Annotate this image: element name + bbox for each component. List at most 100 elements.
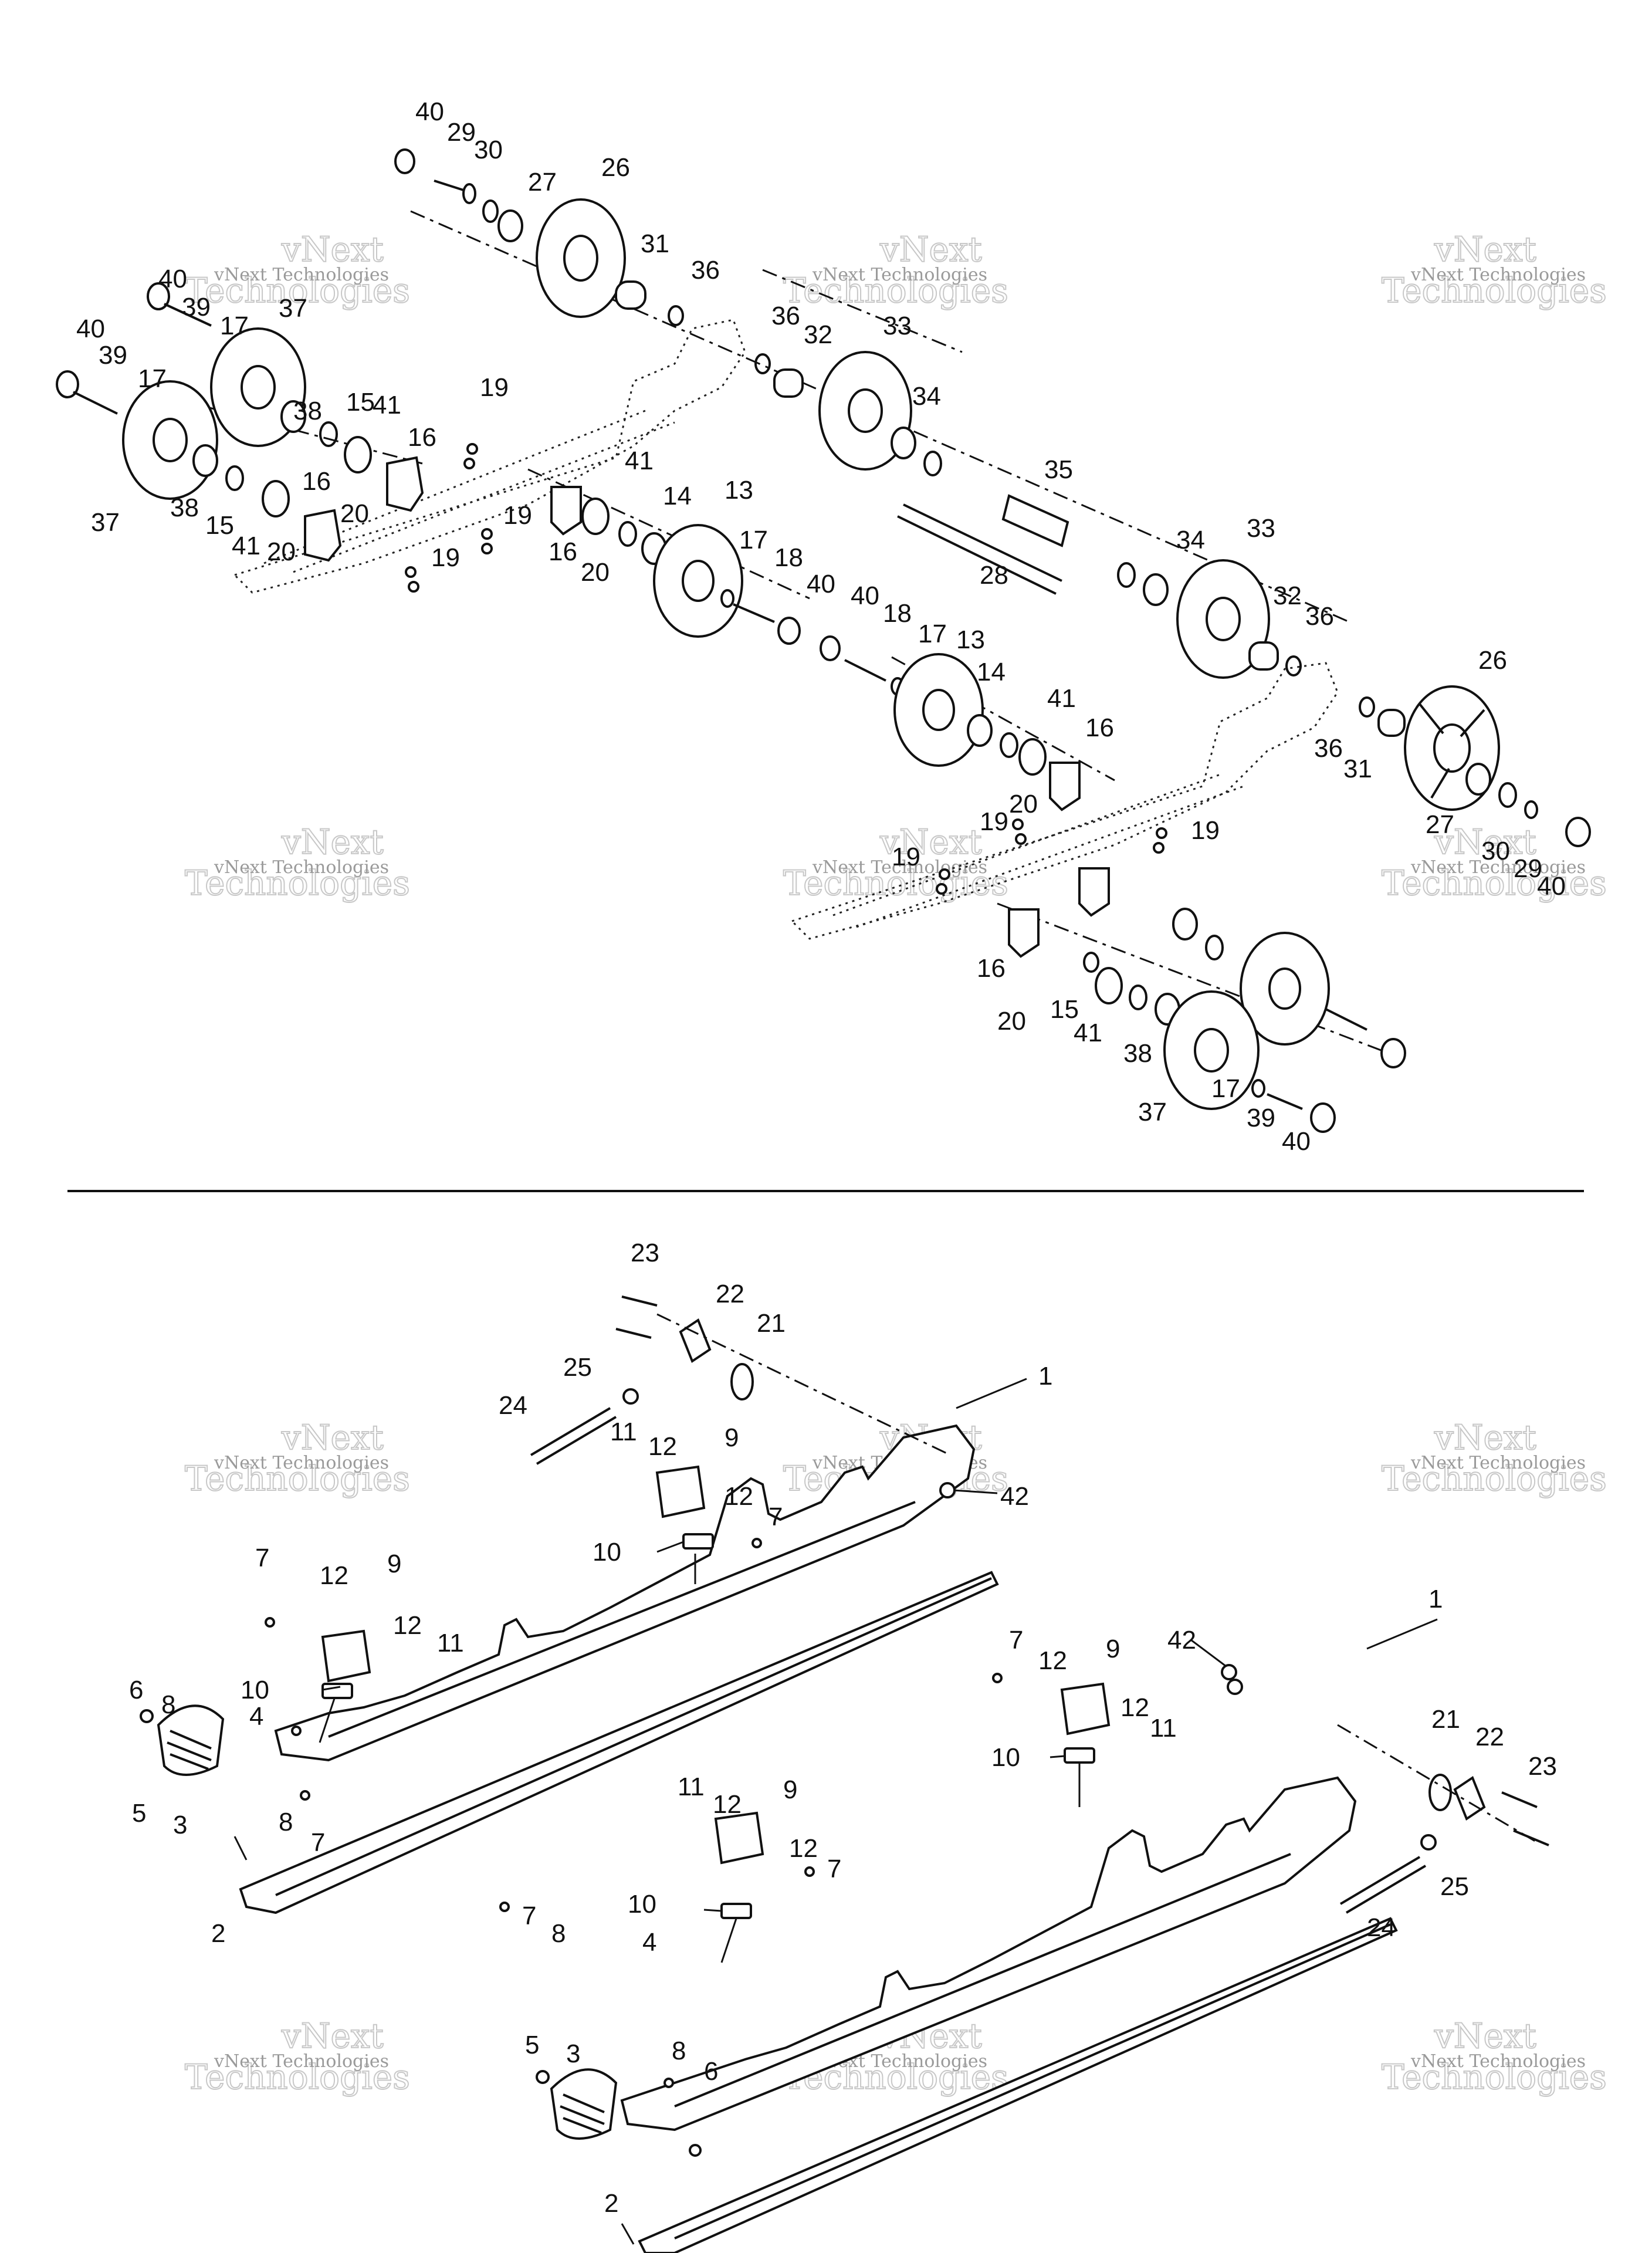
callout: 41 (1047, 684, 1076, 713)
callout: 40 (76, 314, 105, 343)
callout: 40 (807, 570, 835, 598)
callout: 12 (648, 1432, 677, 1461)
nut (936, 883, 947, 895)
callout: 23 (631, 1239, 659, 1267)
slide-rail-frame (620, 1776, 1357, 2132)
washer (497, 209, 523, 242)
svg-text:Technologies: Technologies (185, 1459, 410, 1498)
callout: 35 (1044, 455, 1073, 484)
callout: 38 (170, 493, 199, 522)
nut (663, 2078, 674, 2088)
callout: 5 (525, 2031, 539, 2059)
svg-text:Technologies: Technologies (185, 863, 410, 903)
callout: 12 (320, 1561, 348, 1590)
wear-block (321, 1683, 353, 1699)
svg-text:vNext Technologies: vNext Technologies (214, 2051, 389, 2072)
leader-lines (233, 1378, 1438, 2245)
svg-text:Technologies: Technologies (185, 270, 410, 310)
svg-text:Technologies: Technologies (783, 863, 1008, 903)
slide-rail (638, 1917, 1398, 2253)
axle-bracket (1049, 762, 1081, 811)
idler-wheel (818, 351, 912, 471)
callout: 29 (447, 118, 476, 147)
nut (481, 543, 493, 554)
callout: 25 (1440, 1872, 1469, 1901)
callout: 1 (1428, 1585, 1443, 1613)
wear-block (720, 1903, 752, 1919)
watermarks: vNext Technologies vNext Technologies vN… (184, 229, 1607, 2098)
nut (408, 581, 419, 593)
cap (777, 617, 801, 645)
nut (1012, 818, 1024, 830)
spacer (1377, 709, 1406, 737)
callout: 18 (774, 543, 803, 572)
watermark: vNext Technologies vNext Technologies (783, 821, 1009, 904)
watermark: vNext Technologies vNext Technologies (1381, 821, 1607, 904)
idler-wheel (536, 198, 626, 318)
callout: 21 (1431, 1705, 1460, 1734)
nut (1227, 1679, 1243, 1695)
callout: 16 (1085, 713, 1114, 742)
callout: 41 (373, 391, 401, 420)
slider-block (1060, 1682, 1111, 1736)
callout: 25 (563, 1353, 592, 1382)
callout: 8 (672, 2037, 686, 2065)
callout: 20 (1009, 790, 1038, 818)
cover-plate (1428, 1774, 1452, 1811)
callout: 10 (628, 1890, 656, 1919)
svg-text:vNext Technologies: vNext Technologies (812, 857, 987, 878)
callout: 16 (302, 467, 331, 496)
callout: 40 (158, 265, 187, 293)
callout: 27 (1426, 810, 1454, 839)
svg-text:Technologies: Technologies (185, 2057, 410, 2097)
bolt (1267, 1093, 1303, 1110)
callout: 40 (1537, 872, 1566, 901)
svg-text:vNext Technologies: vNext Technologies (214, 1453, 389, 1473)
callout: 10 (991, 1743, 1020, 1772)
retaining-ring (1000, 732, 1018, 758)
svg-text:vNext Technologies: vNext Technologies (214, 857, 389, 878)
retaining-ring (1117, 562, 1136, 588)
callout: 7 (522, 1902, 536, 1930)
retaining-ring (1205, 935, 1224, 960)
upper-assembly (56, 148, 1591, 1133)
long-bolt (1339, 1856, 1427, 1914)
callout: 31 (1343, 755, 1372, 783)
callout: 16 (549, 537, 577, 566)
axle-centerline (762, 269, 963, 353)
callout: 37 (1138, 1098, 1167, 1126)
svg-text:vNext: vNext (1434, 822, 1536, 862)
wear-block (682, 1533, 714, 1550)
svg-text:vNext: vNext (281, 229, 384, 269)
bushing (344, 436, 372, 473)
callout: 31 (641, 229, 669, 258)
callout: 41 (1074, 1019, 1102, 1047)
cap (56, 370, 79, 398)
callout: 9 (783, 1775, 797, 1804)
callout: 30 (474, 136, 503, 164)
spacer (773, 368, 804, 398)
callout: 7 (1009, 1626, 1023, 1655)
callout: 33 (1247, 514, 1275, 543)
svg-text:vNext: vNext (879, 822, 982, 862)
callout: 20 (267, 537, 296, 566)
nut (992, 1673, 1003, 1683)
slider-block (655, 1465, 706, 1518)
callout: 26 (1478, 646, 1507, 675)
nut (300, 1790, 310, 1801)
nut (939, 1482, 956, 1498)
bushing (581, 498, 610, 535)
callout: 17 (739, 526, 768, 554)
bolt-centerline (1337, 1724, 1538, 1843)
svg-text:vNext: vNext (1434, 2016, 1536, 2056)
callout: 11 (437, 1629, 464, 1657)
slide-rail-edge (674, 1923, 1391, 2240)
callout: 37 (91, 508, 120, 537)
callout: 4 (642, 1928, 656, 1957)
nut (1420, 1834, 1437, 1851)
nut (939, 868, 950, 880)
svg-text:Technologies: Technologies (1382, 270, 1607, 310)
bearing (1172, 908, 1198, 941)
callout: 3 (566, 2039, 580, 2068)
